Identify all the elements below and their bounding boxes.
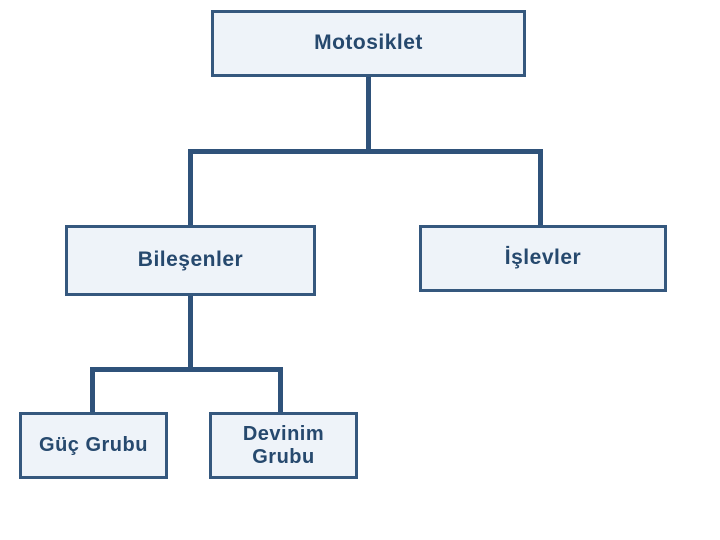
connector-level1-crossbar [188,149,543,154]
node-islevler: İşlevler [419,225,667,292]
node-bilesenler: Bileşenler [65,225,316,296]
connector-drop-islevler [538,149,543,225]
connector-root-stem [366,77,371,154]
node-devinim-grubu: Devinim Grubu [209,412,358,479]
node-guc-grubu: Güç Grubu [19,412,168,479]
node-motosiklet-label: Motosiklet [314,31,423,55]
node-devinim-grubu-label: Devinim Grubu [242,422,325,468]
connector-bilesenler-stem [188,296,193,372]
connector-drop-devinim [278,367,283,412]
connector-level2-crossbar [90,367,283,372]
connector-drop-guc-grubu [90,367,95,412]
connector-drop-bilesenler [188,149,193,225]
node-motosiklet: Motosiklet [211,10,526,77]
node-guc-grubu-label: Güç Grubu [39,434,148,456]
node-islevler-label: İşlevler [504,246,582,270]
node-bilesenler-label: Bileşenler [137,248,244,272]
